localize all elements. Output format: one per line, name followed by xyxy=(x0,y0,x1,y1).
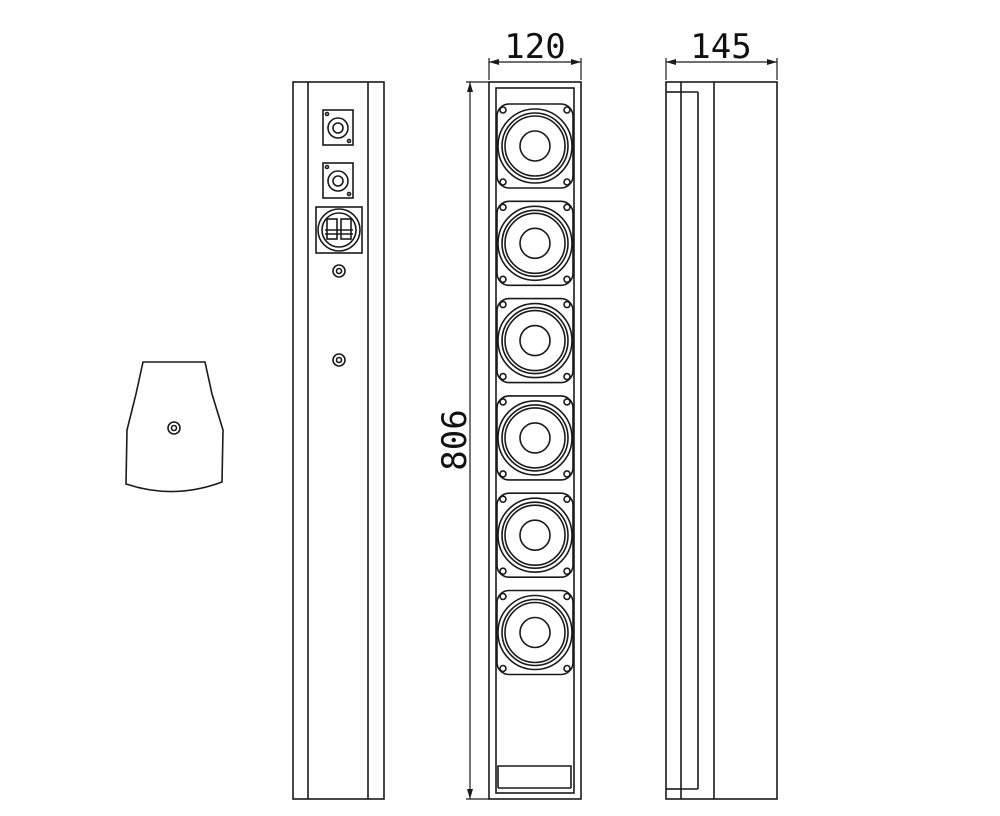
screw-icon xyxy=(563,178,571,186)
driver-array xyxy=(496,103,574,676)
dimension-label-width-side: 145 xyxy=(690,27,751,67)
screw-icon xyxy=(563,592,571,601)
screw-icon xyxy=(563,567,571,576)
screw-icon xyxy=(563,300,571,309)
screw-icon xyxy=(499,106,507,114)
screw-icon xyxy=(499,372,507,381)
driver-2 xyxy=(496,200,574,287)
side-view xyxy=(665,81,778,800)
driver-4 xyxy=(496,395,574,481)
driver-3 xyxy=(496,297,574,384)
wall-bracket xyxy=(125,361,224,493)
driver-1 xyxy=(496,103,574,189)
screw-icon xyxy=(499,178,507,186)
screw-icon xyxy=(499,275,507,284)
screw-icon xyxy=(499,398,507,406)
screw-icon xyxy=(563,470,571,478)
screw-icon xyxy=(563,495,571,504)
dimension-width-front xyxy=(488,58,582,80)
mounting-screw-icon xyxy=(332,264,346,278)
driver-5 xyxy=(496,492,574,579)
rear-view xyxy=(292,81,385,800)
binding-post-terminal-icon xyxy=(315,206,363,254)
screw-icon xyxy=(499,495,507,504)
screw-icon xyxy=(563,664,571,673)
front-view xyxy=(488,81,582,800)
screw-icon xyxy=(499,567,507,576)
screw-icon xyxy=(499,592,507,601)
screw-icon xyxy=(499,664,507,673)
dimension-width-side xyxy=(665,58,778,80)
screw-icon xyxy=(563,203,571,212)
mounting-screw-icon xyxy=(167,421,181,435)
speakon-connector-icon xyxy=(322,109,354,146)
dimension-label-width-front: 120 xyxy=(504,27,565,67)
screw-icon xyxy=(563,106,571,114)
dimension-arrows xyxy=(467,59,777,799)
screw-icon xyxy=(499,203,507,212)
screw-icon xyxy=(499,470,507,478)
screw-icon xyxy=(499,300,507,309)
dimension-label-height: 806 xyxy=(435,409,475,470)
speakon-connector-icon xyxy=(322,162,354,199)
screw-icon xyxy=(563,372,571,381)
mounting-screw-icon xyxy=(332,353,346,367)
screw-icon xyxy=(563,398,571,406)
dimension-height xyxy=(466,81,489,800)
driver-6 xyxy=(496,589,574,676)
screw-icon xyxy=(563,275,571,284)
